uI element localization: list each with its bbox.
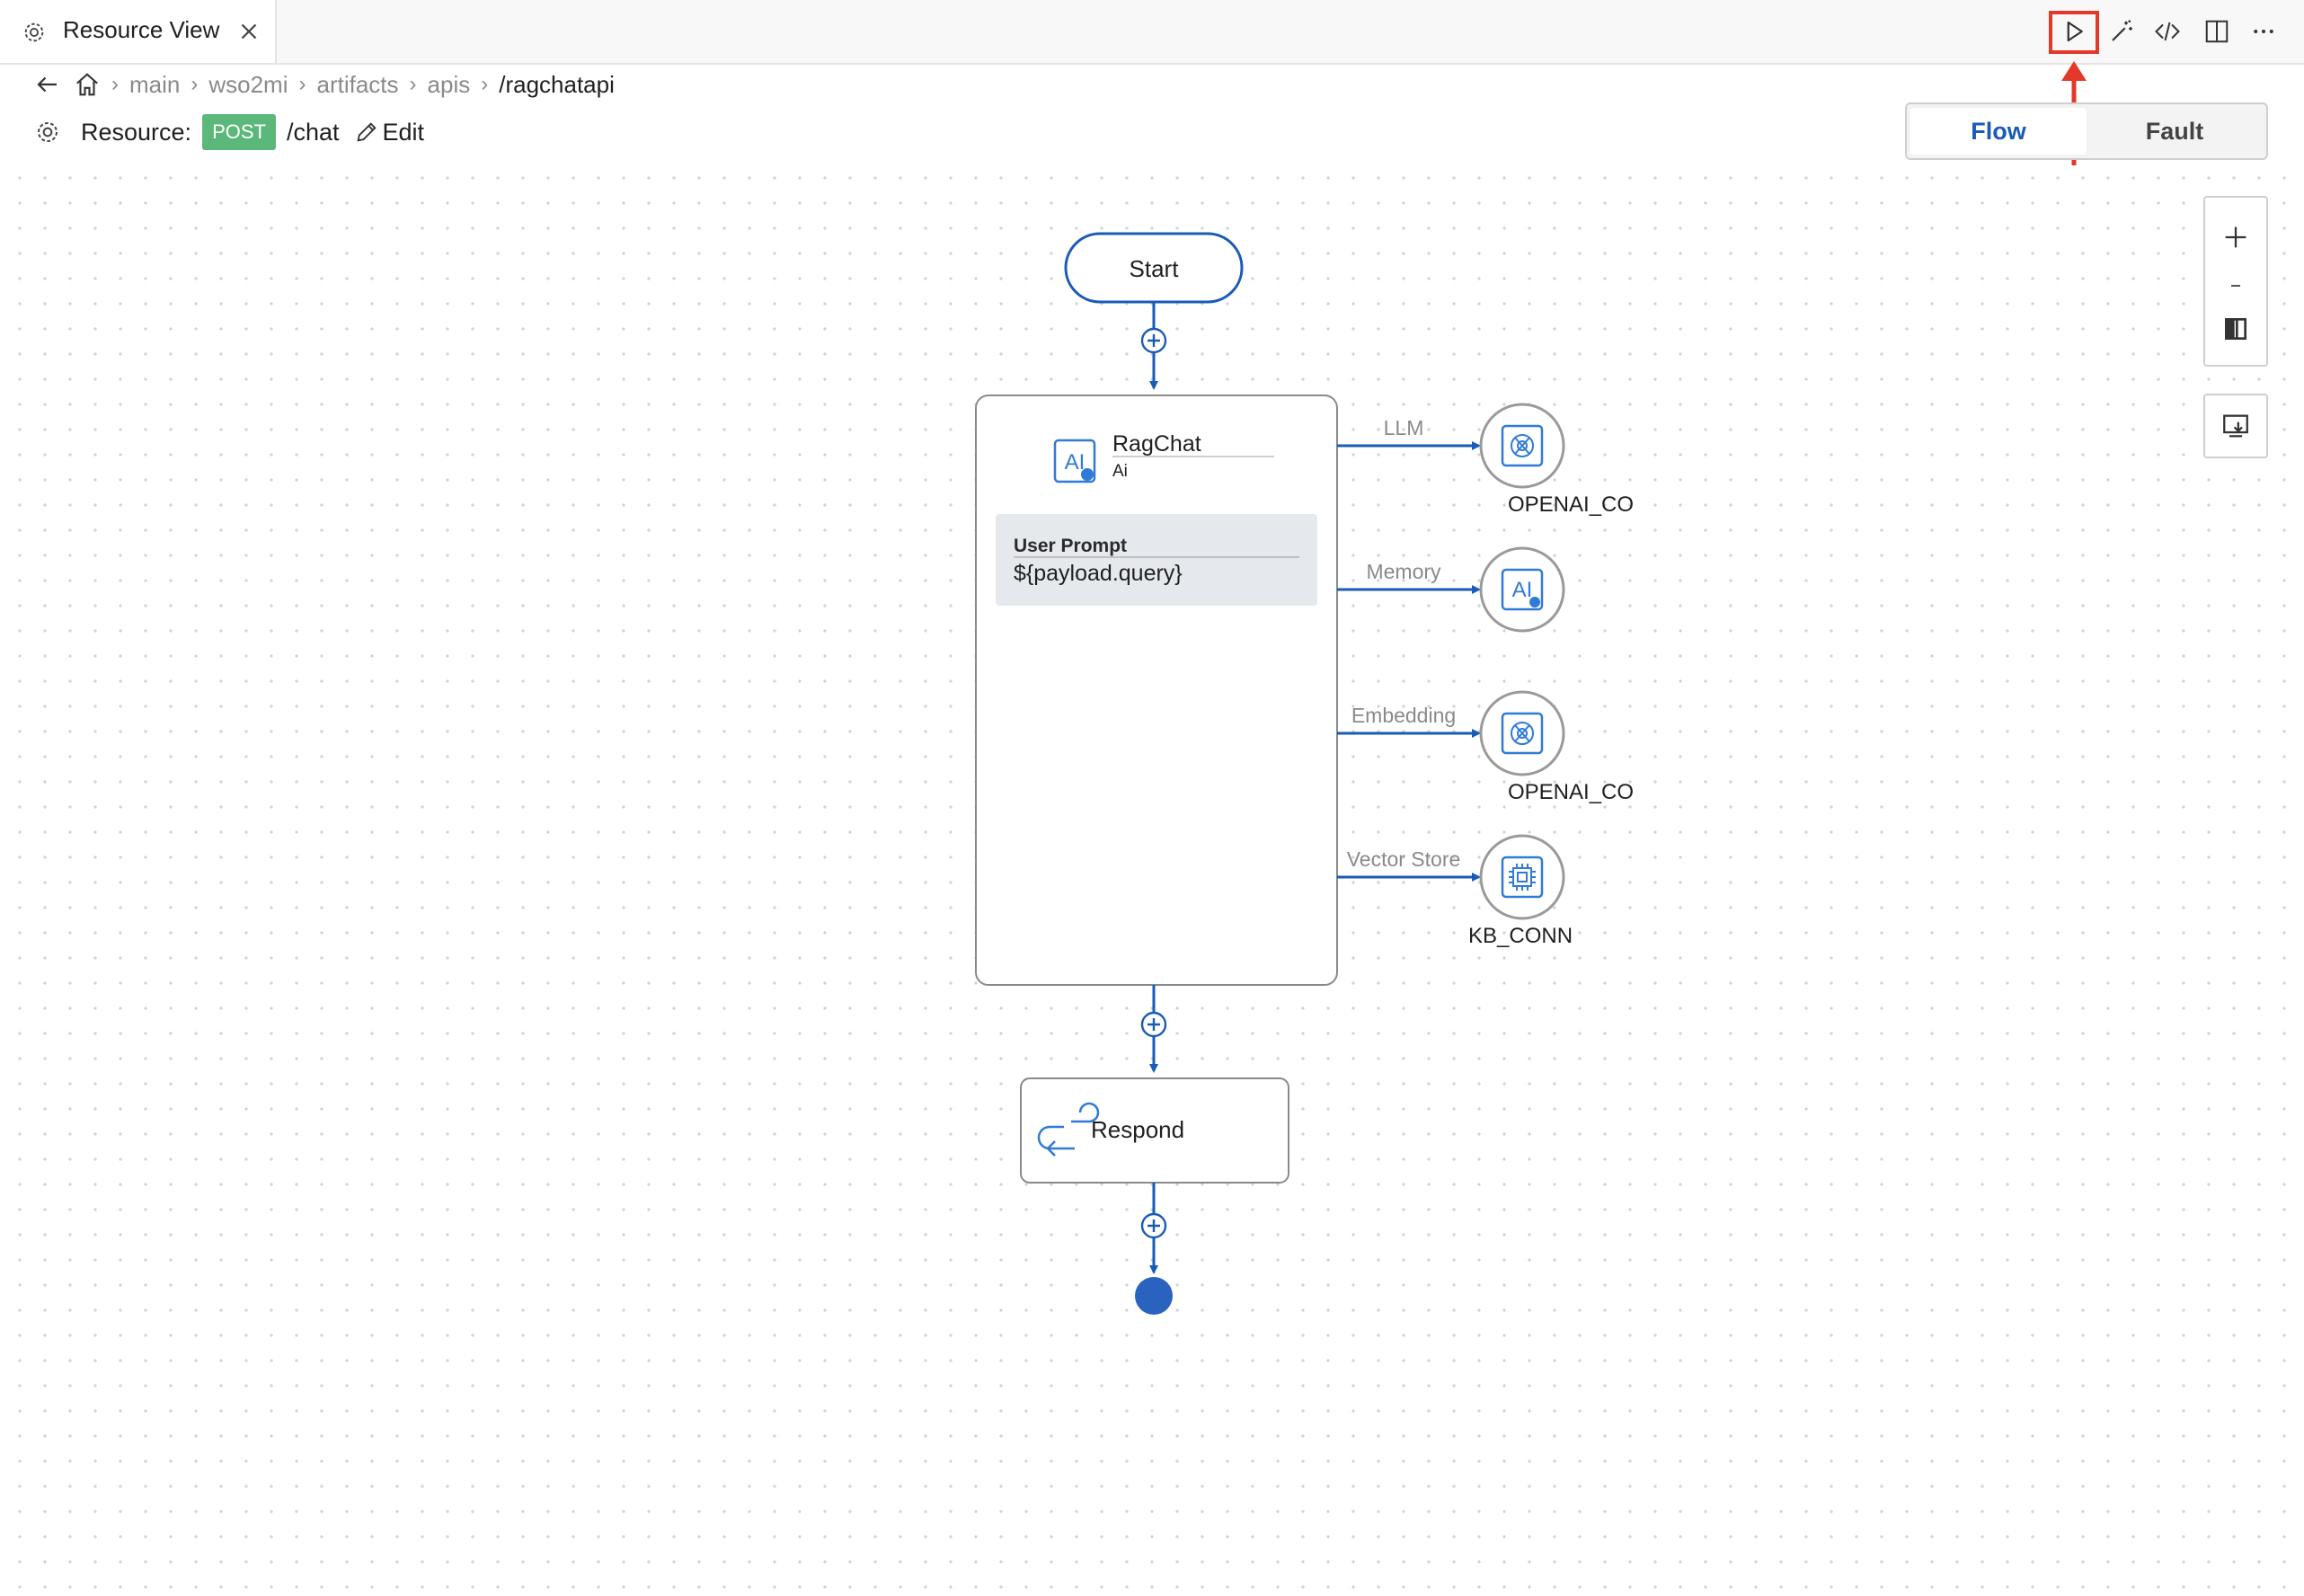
breadcrumb-separator: › (191, 72, 199, 96)
openai-icon (1511, 722, 1534, 745)
breadcrumb-separator: › (298, 72, 306, 96)
plus-icon (1148, 1219, 1160, 1232)
edit-button[interactable]: Edit (354, 118, 425, 146)
gear-icon (38, 122, 58, 142)
connection-node-llm[interactable]: OPENAI_CO (1479, 403, 1634, 517)
more-icon[interactable] (2246, 14, 2281, 49)
zoom-out-button[interactable] (2205, 268, 2266, 304)
tab-fault[interactable]: Fault (2145, 117, 2204, 145)
svg-text:AI: AI (1512, 578, 1533, 602)
flow-fault-toggle: Flow Fault (1905, 102, 2268, 160)
connection-node-embedding[interactable]: OPENAI_CO (1479, 690, 1634, 804)
mediator-type: Ai (1112, 462, 1128, 481)
connection-label: Vector Store (1347, 847, 1461, 871)
user-prompt-field[interactable] (996, 514, 1317, 606)
respond-label: Respond (1091, 1116, 1184, 1143)
chip-icon (1509, 864, 1536, 891)
plus-icon (1148, 1018, 1160, 1031)
fit-to-screen-button[interactable] (2205, 309, 2266, 349)
start-node[interactable]: Start (1064, 232, 1244, 304)
method-badge: POST (202, 114, 276, 150)
breadcrumb-separator: › (111, 72, 119, 96)
connection-label: Embedding (1351, 704, 1456, 727)
zoom-in-button[interactable] (2205, 217, 2266, 257)
pencil-icon (356, 122, 377, 142)
breadcrumb-separator: › (409, 72, 417, 96)
connection-node-memory[interactable]: AI (1479, 546, 1565, 633)
connection-label: Memory (1366, 560, 1441, 583)
home-icon[interactable] (74, 71, 101, 98)
connection-target: OPENAI_CO (1508, 780, 1634, 804)
breadcrumb-separator: › (481, 72, 489, 96)
connection-node-vector-store[interactable]: KB_CONN (1468, 834, 1573, 948)
code-icon[interactable] (2150, 14, 2184, 49)
breadcrumb-item[interactable]: wso2mi (208, 70, 288, 98)
ragchat-mediator[interactable]: AI RagChat Ai User Prompt ${payload.quer… (975, 395, 1338, 986)
close-icon[interactable] (235, 18, 262, 45)
tab-title: Resource View (63, 16, 220, 43)
zoom-controls (2203, 196, 2268, 367)
breadcrumb-item[interactable]: apis (427, 70, 471, 98)
magic-wand-icon[interactable] (2105, 14, 2139, 49)
back-arrow-icon[interactable] (34, 71, 61, 98)
field-label: User Prompt (1014, 536, 1127, 556)
mediator-name: RagChat (1112, 431, 1201, 457)
breadcrumb-item[interactable]: artifacts (316, 70, 399, 98)
run-icon[interactable] (2057, 14, 2091, 49)
fit-icon (2225, 318, 2246, 340)
respond-icon (1037, 1102, 1100, 1157)
add-node-button[interactable] (1140, 1212, 1167, 1239)
add-node-button[interactable] (1140, 327, 1167, 354)
svg-text:AI: AI (1065, 450, 1086, 474)
field-value: ${payload.query} (1014, 561, 1183, 586)
breadcrumb-item[interactable]: main (129, 70, 181, 98)
tab-flow[interactable]: Flow (1910, 108, 2087, 155)
breadcrumb-current: /ragchatapi (499, 70, 615, 98)
breadcrumb: › main › wso2mi › artifacts › apis › /ra… (34, 65, 615, 104)
edit-label: Edit (382, 118, 425, 146)
resource-header: Resource: POST /chat Edit (34, 111, 424, 153)
connection-target: OPENAI_CO (1508, 492, 1634, 517)
split-editor-icon[interactable] (2200, 14, 2234, 49)
export-button[interactable] (2203, 394, 2268, 458)
resource-label: Resource: (81, 118, 192, 146)
connection-target: KB_CONN (1468, 924, 1573, 948)
plus-icon (2225, 226, 2246, 248)
editor-tab-bar: Resource View (0, 0, 2304, 65)
end-node (1135, 1277, 1173, 1315)
openai-icon (1511, 434, 1534, 457)
resource-path: /chat (286, 118, 340, 146)
ai-icon: AI (1053, 439, 1096, 483)
tab-resource-view[interactable]: Resource View (0, 0, 277, 63)
ai-icon: AI (1501, 568, 1544, 611)
plus-icon (1148, 334, 1160, 347)
download-image-icon (2223, 414, 2248, 438)
run-button-highlight (2049, 11, 2099, 54)
gear-icon (24, 22, 44, 42)
add-node-button[interactable] (1140, 1011, 1167, 1038)
start-label: Start (1130, 255, 1180, 282)
minus-icon (2231, 285, 2240, 287)
respond-mediator[interactable]: Respond (1020, 1077, 1289, 1184)
connection-label: LLM (1384, 416, 1424, 439)
